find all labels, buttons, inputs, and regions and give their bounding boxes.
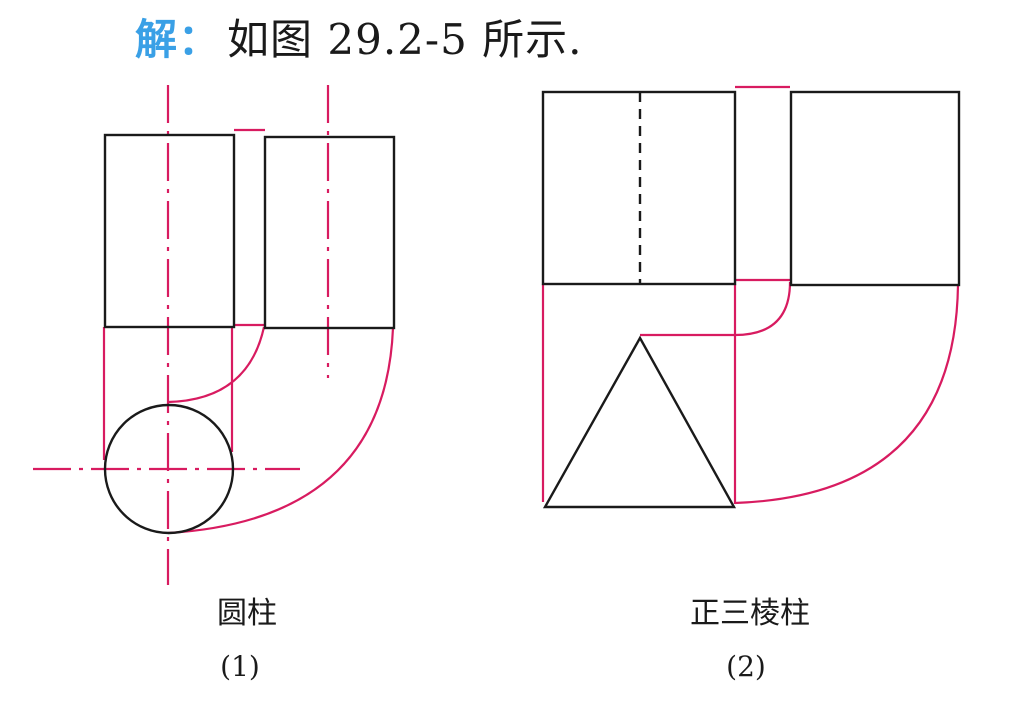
- solution-label: 解: [135, 15, 179, 64]
- figure-1-cylinder: [33, 85, 396, 585]
- solution-colon: ：: [178, 15, 222, 64]
- solution-heading: 解：如图 29.2-5 所示.: [135, 6, 583, 67]
- figure-2-side-view: [789, 90, 961, 287]
- figure-2-small-arc: [734, 281, 792, 337]
- figure-1-outlines: [103, 133, 396, 535]
- figure-1-construction-lines: [33, 85, 395, 585]
- figure-1-large-arc: [167, 327, 395, 535]
- figure-1-number: (1): [220, 650, 260, 683]
- figure-2-prism: [541, 85, 961, 509]
- figure-1-caption: 圆柱: [217, 596, 277, 631]
- figure-2-number: (2): [726, 650, 766, 683]
- figure-1-side-view: [263, 135, 396, 330]
- figure-1-small-arc: [167, 326, 266, 404]
- figure-2-large-arc: [734, 284, 960, 505]
- solution-text: 如图 29.2-5 所示.: [227, 15, 583, 64]
- figure-2-outlines: [541, 90, 961, 509]
- figure-1-top-view-circle: [103, 403, 235, 535]
- figure-2-front-view: [541, 90, 737, 286]
- figure-2-construction-lines: [541, 85, 960, 505]
- figure-1-front-view: [103, 133, 236, 329]
- figure-2-caption: 正三棱柱: [690, 596, 810, 631]
- figure-2-top-view-triangle: [542, 335, 737, 509]
